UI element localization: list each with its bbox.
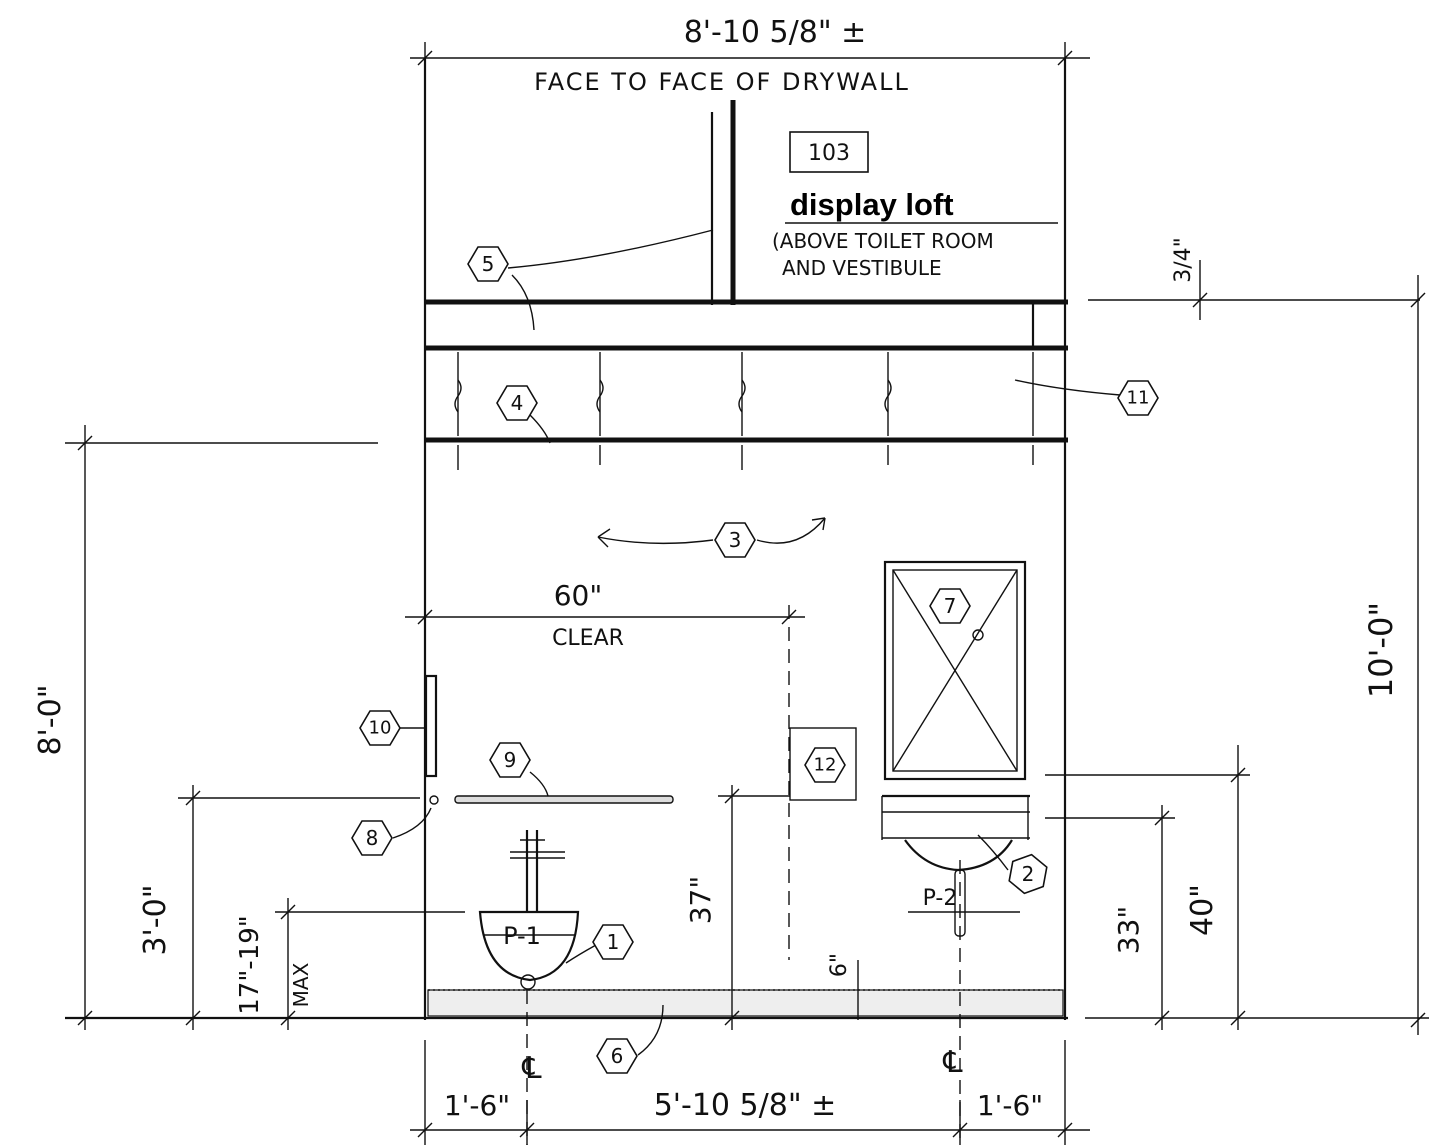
keynote-5: 5 bbox=[467, 229, 714, 331]
dim-6-text: 6" bbox=[827, 953, 852, 977]
room-tag: 103 display loft (ABOVE TOILET ROOM AND … bbox=[772, 131, 1058, 280]
grab-bar-height-text: 3'-0" bbox=[138, 884, 173, 955]
room-note-line1: (ABOVE TOILET ROOM bbox=[772, 229, 994, 253]
keynote-4: 4 bbox=[496, 385, 551, 444]
keynote-1: 1 bbox=[565, 924, 634, 964]
dim-6: 6" bbox=[827, 953, 859, 1020]
room-number: 103 bbox=[808, 141, 850, 166]
clear-dimension: 60" CLEAR bbox=[405, 579, 805, 960]
keynote-9: 9 bbox=[489, 742, 549, 797]
keynote-6: 6 bbox=[596, 1004, 664, 1074]
svg-text:8: 8 bbox=[366, 826, 379, 850]
room-number-box bbox=[789, 131, 869, 173]
dim-33-text: 33" bbox=[1112, 906, 1145, 955]
base-tile bbox=[427, 989, 1064, 1017]
clear-dim-text: 60" bbox=[554, 579, 603, 612]
svg-text:3: 3 bbox=[729, 528, 742, 552]
lav-height-dimension: 17"-19" MAX bbox=[235, 898, 465, 1030]
svg-text:12: 12 bbox=[814, 755, 837, 776]
overall-width-dimension: 8'-10 5/8" ± FACE TO FACE OF DRYWALL bbox=[410, 15, 1090, 96]
keynote-11: 11 bbox=[1014, 379, 1159, 416]
svg-text:1: 1 bbox=[607, 930, 620, 954]
keynote-8: 8 bbox=[351, 807, 432, 856]
water-closet: P-1 bbox=[478, 830, 580, 990]
svg-text:6: 6 bbox=[611, 1044, 624, 1068]
room-name: display loft bbox=[790, 187, 954, 222]
bottom-dimensions: 1'-6" 5'-10 5/8" ± 1'-6" bbox=[410, 1040, 1090, 1145]
room-outline bbox=[423, 58, 1067, 1020]
left-height-dimension: 8'-0" bbox=[33, 425, 378, 1030]
wall-device bbox=[424, 674, 438, 778]
centerlines: ℄ ℄ bbox=[521, 860, 963, 1145]
svg-text:9: 9 bbox=[504, 748, 517, 772]
centerline-left: ℄ bbox=[521, 1051, 541, 1086]
left-height-text: 8'-0" bbox=[33, 684, 68, 755]
dim-40: 40" bbox=[1185, 745, 1246, 1030]
dim-37: 37" bbox=[684, 785, 790, 1030]
keynote-12: 12 bbox=[804, 747, 846, 783]
svg-text:4: 4 bbox=[511, 391, 524, 415]
wall-accessory bbox=[789, 727, 857, 801]
bottom-right-text: 1'-6" bbox=[977, 1089, 1043, 1122]
keynote-2: 2 bbox=[977, 834, 1048, 895]
keynote-10: 10 bbox=[359, 710, 425, 746]
dim-37-text: 37" bbox=[684, 876, 717, 925]
svg-text:10: 10 bbox=[369, 718, 392, 739]
svg-text:11: 11 bbox=[1127, 388, 1150, 409]
face-to-face-text: FACE TO FACE OF DRYWALL bbox=[534, 68, 910, 96]
lav-height-text: 17"-19" bbox=[235, 915, 265, 1014]
dim-40-text: 40" bbox=[1185, 884, 1220, 936]
p2-label: P-2 bbox=[923, 886, 958, 911]
bottom-mid-text: 5'-10 5/8" ± bbox=[654, 1088, 837, 1123]
grab-bar-height-dimension: 3'-0" bbox=[138, 785, 420, 1030]
p1-label: P-1 bbox=[503, 922, 541, 950]
floor-line bbox=[65, 989, 1429, 1020]
loft-floor-assembly: 3/4" bbox=[425, 237, 1420, 470]
room-note-line2: AND VESTIBULE bbox=[782, 256, 942, 280]
total-height-text: 10'-0" bbox=[1362, 602, 1400, 698]
overall-width-text: 8'-10 5/8" ± bbox=[684, 15, 867, 50]
total-height-dimension: 10'-0" bbox=[1362, 275, 1426, 1035]
keynote-7: 7 bbox=[929, 588, 971, 624]
ceiling-note-arrows bbox=[597, 517, 826, 548]
loft-dim-text: 3/4" bbox=[1171, 237, 1196, 283]
svg-text:5: 5 bbox=[482, 252, 495, 276]
centerline-right: ℄ bbox=[942, 1045, 962, 1080]
wall-cabinet bbox=[883, 560, 1250, 781]
svg-text:2: 2 bbox=[1022, 862, 1035, 886]
dim-33: 33" bbox=[1045, 805, 1175, 1030]
lav-max-text: MAX bbox=[289, 962, 313, 1007]
clear-label: CLEAR bbox=[552, 626, 624, 651]
keynote-3: 3 bbox=[714, 522, 756, 558]
svg-text:7: 7 bbox=[944, 594, 957, 618]
grab-bar bbox=[429, 795, 674, 805]
lavatory: P-2 bbox=[881, 794, 1030, 937]
bottom-left-text: 1'-6" bbox=[444, 1089, 510, 1122]
